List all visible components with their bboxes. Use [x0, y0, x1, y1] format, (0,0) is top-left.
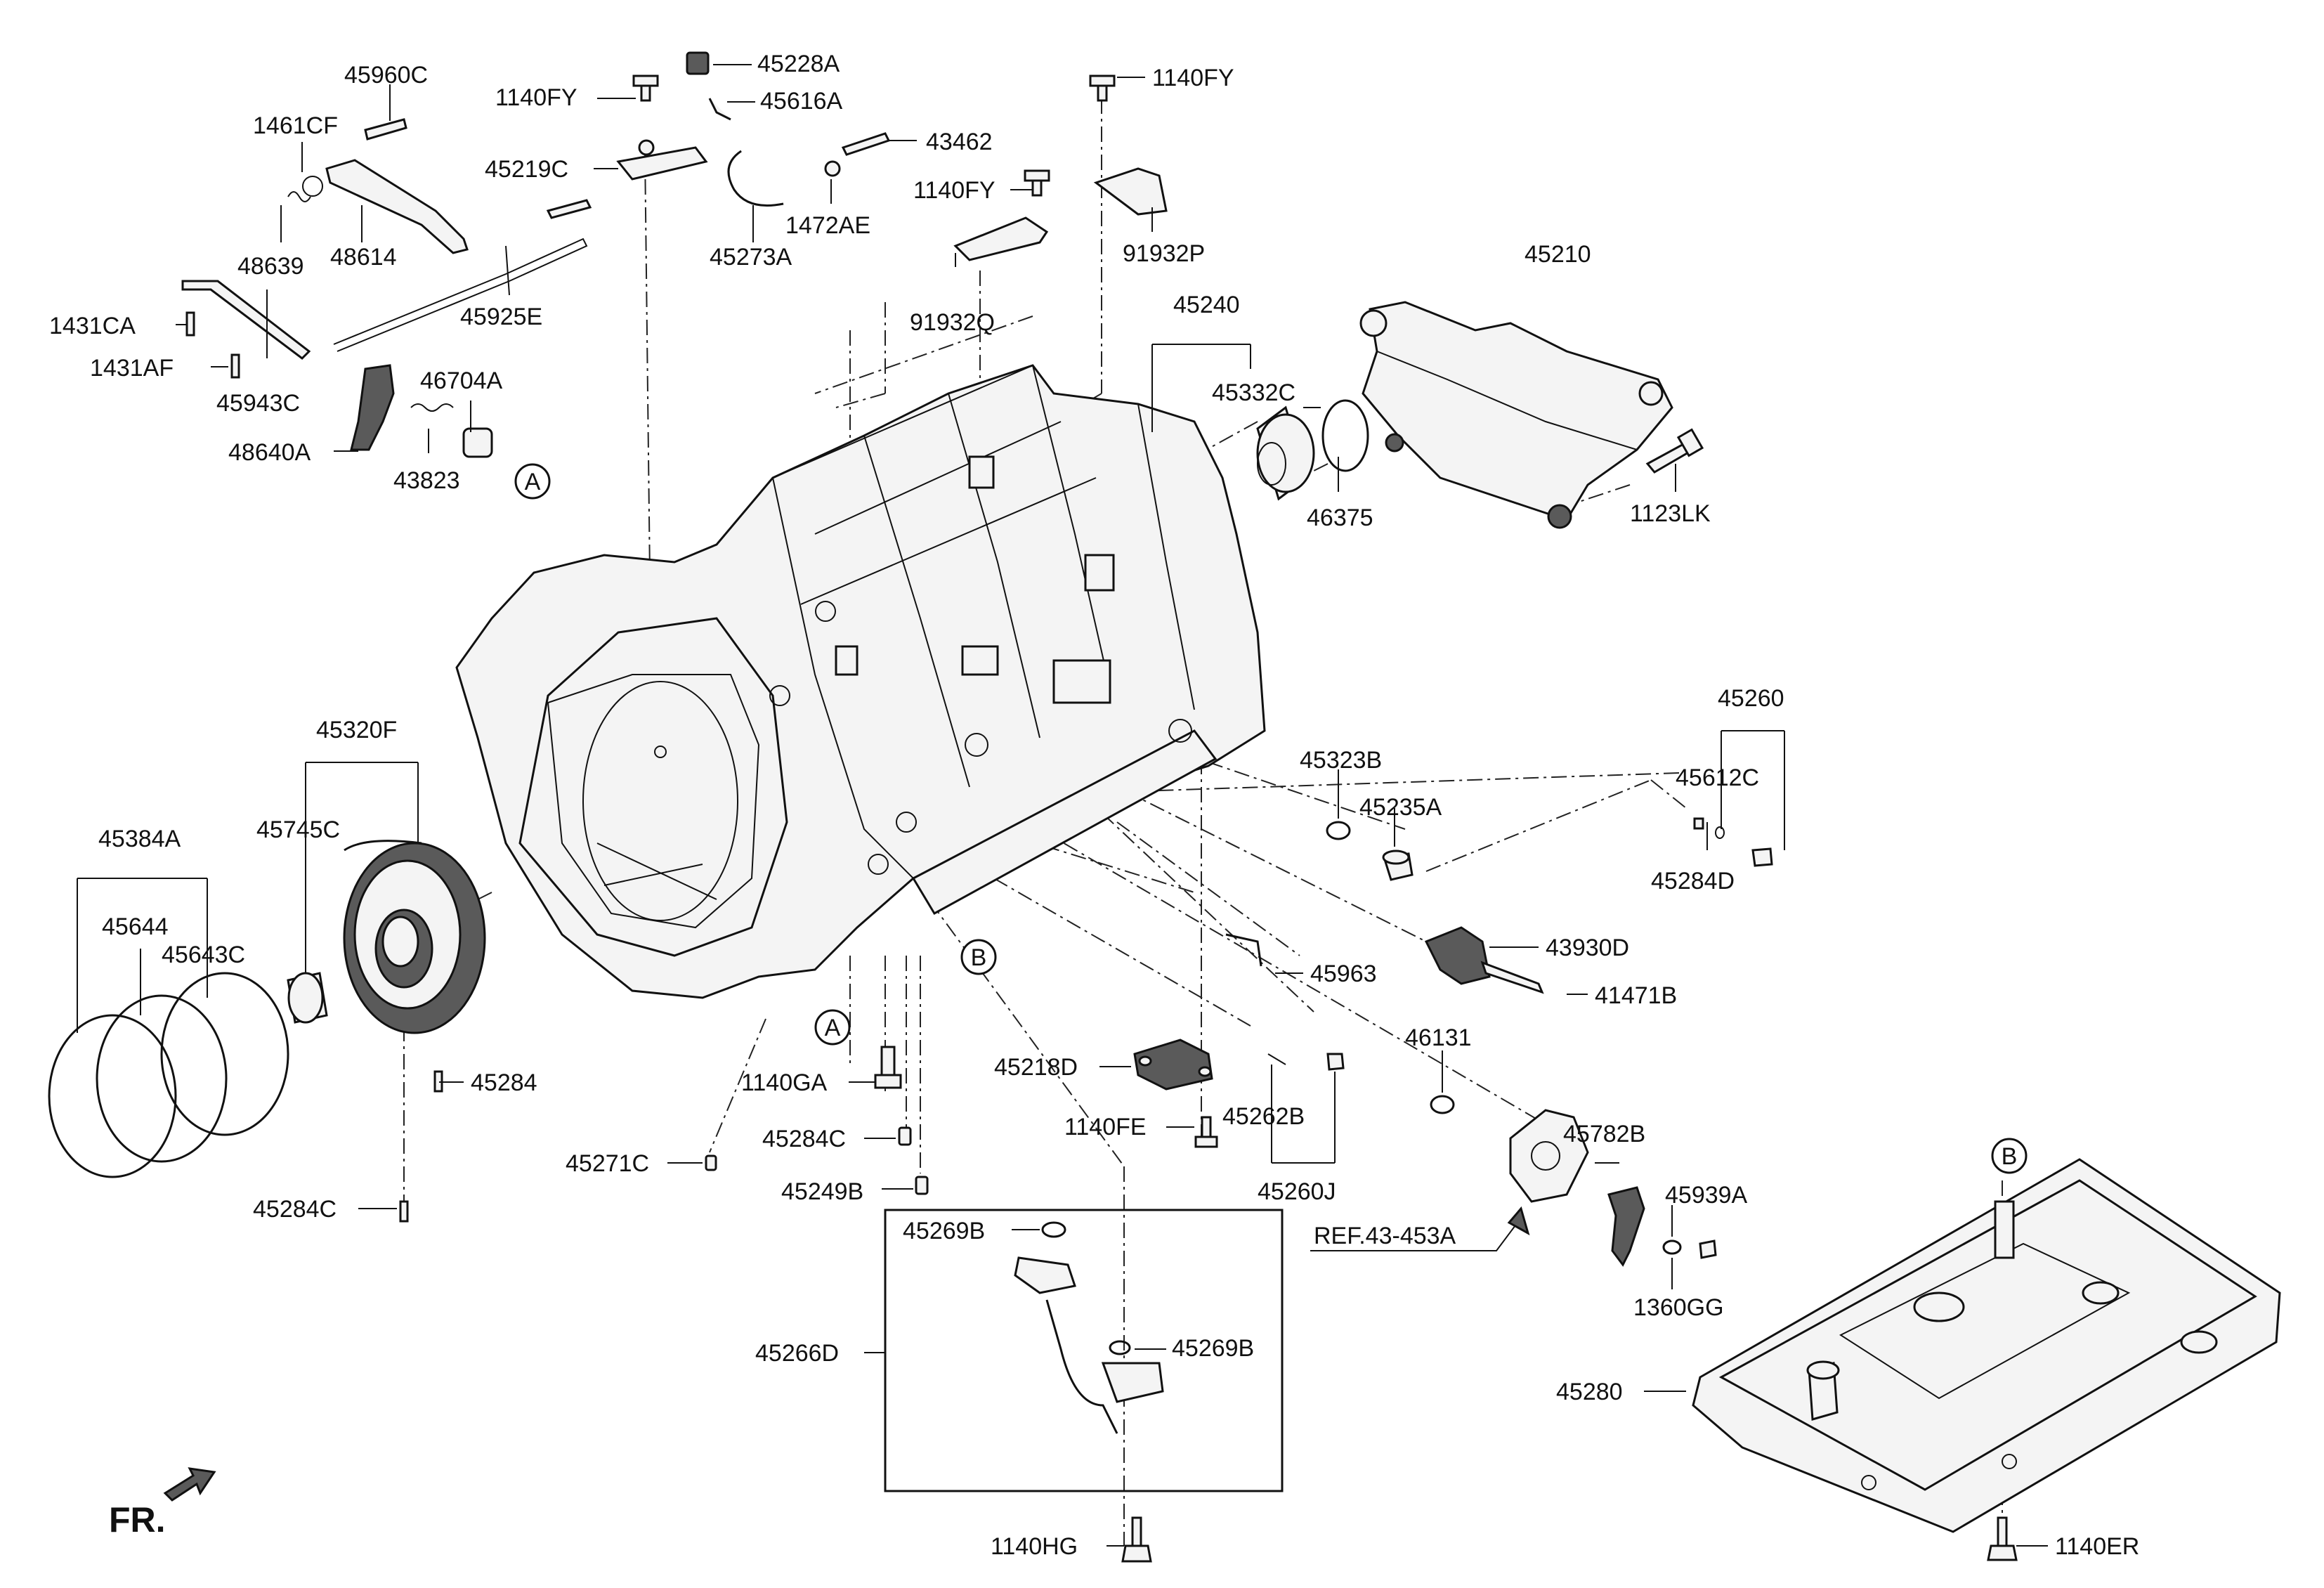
bushing-45332c [1256, 405, 1315, 501]
label-45269b-top: 45269B [903, 1218, 985, 1244]
circle-marker-b-pan: B [1991, 1138, 2028, 1174]
label-91932q: 91932Q [910, 309, 995, 336]
bolt-1140hg [1121, 1516, 1152, 1563]
label-45284c-case: 45284C [762, 1126, 846, 1152]
label-48614: 48614 [330, 244, 397, 271]
leader-lines [77, 64, 2048, 1547]
label-46131: 46131 [1405, 1024, 1472, 1051]
label-45260: 45260 [1718, 685, 1784, 712]
label-ref-43-453a: REF.43-453A [1314, 1223, 1456, 1249]
front-direction-label: FR. [109, 1500, 166, 1540]
label-41471b: 41471B [1595, 982, 1677, 1009]
top-center-parts [616, 51, 1168, 261]
label-45644: 45644 [102, 913, 169, 940]
mount-bracket-45210 [1359, 301, 1673, 529]
ring-set-45384a [48, 972, 289, 1178]
label-43930d: 43930D [1546, 935, 1629, 961]
label-45280: 45280 [1556, 1379, 1623, 1405]
bolt-1140er [1987, 1516, 2018, 1561]
svg-text:B: B [971, 944, 987, 971]
seal-46375 [1321, 399, 1369, 472]
label-45616a: 45616A [760, 88, 843, 115]
label-1360gg: 1360GG [1633, 1294, 1724, 1321]
transmission-case [455, 364, 1266, 999]
bolt-1123lk [1645, 428, 1704, 474]
label-45219c: 45219C [485, 156, 568, 183]
svg-text:A: A [525, 469, 541, 495]
label-1140fy-top-right: 1140FY [1152, 65, 1234, 91]
label-1431ca: 1431CA [49, 313, 136, 339]
label-45249b: 45249B [781, 1178, 863, 1205]
label-45262b: 45262B [1222, 1103, 1305, 1130]
label-1140hg: 1140HG [991, 1533, 1078, 1560]
label-45210: 45210 [1525, 241, 1591, 268]
pump-assembly-45320f [343, 840, 486, 1034]
label-45240: 45240 [1173, 292, 1240, 318]
label-45963: 45963 [1310, 961, 1377, 987]
front-direction-arrow: FR. [109, 1467, 216, 1540]
label-45235a: 45235A [1359, 794, 1442, 821]
label-45284d: 45284D [1651, 868, 1735, 894]
label-45266d: 45266D [755, 1340, 839, 1367]
label-45323b: 45323B [1300, 747, 1382, 774]
label-45271c: 45271C [566, 1150, 649, 1177]
label-45960c: 45960C [344, 62, 428, 89]
label-45384a: 45384A [98, 826, 181, 852]
svg-text:B: B [2002, 1143, 2018, 1170]
label-45228a: 45228A [757, 51, 840, 77]
label-45612c: 45612C [1676, 764, 1759, 791]
label-1123lk: 1123LK [1630, 500, 1711, 527]
oil-tube-45266d [1014, 1221, 1164, 1434]
circle-marker-a-top: A [514, 463, 551, 500]
label-45269b-bottom: 45269B [1172, 1335, 1254, 1362]
label-43823: 43823 [393, 467, 460, 494]
label-1140ga: 1140GA [741, 1069, 828, 1096]
label-1461cf: 1461CF [253, 112, 338, 139]
label-1472ae: 1472AE [785, 212, 870, 239]
shift-linkage [181, 118, 592, 458]
label-45745c: 45745C [256, 816, 340, 843]
label-45284c-pump: 45284C [253, 1196, 337, 1223]
sleeve-45745c [287, 972, 328, 1024]
middle-right-parts [1133, 817, 1773, 1267]
label-45320f: 45320F [316, 717, 397, 743]
label-45284: 45284 [471, 1069, 537, 1096]
label-45643c: 45643C [162, 942, 245, 968]
label-46375: 46375 [1307, 505, 1373, 531]
label-45943c: 45943C [216, 390, 300, 417]
label-91932p: 91932P [1123, 240, 1205, 267]
part-labels: 45960C 45228A 1140FY 45616A 1140FY 1461C… [49, 51, 2139, 1560]
label-45939a: 45939A [1665, 1182, 1748, 1209]
label-48640a: 48640A [228, 439, 311, 466]
label-45218d: 45218D [994, 1054, 1078, 1081]
label-45782b: 45782B [1563, 1121, 1645, 1147]
case-plugs [399, 1046, 1218, 1223]
label-45273a: 45273A [710, 244, 792, 271]
circle-marker-a-bottom: A [814, 1009, 851, 1046]
label-1140fe: 1140FE [1064, 1114, 1147, 1140]
label-43462: 43462 [926, 129, 993, 155]
label-45925e: 45925E [460, 304, 542, 330]
oil-tube-box [884, 1209, 1284, 1492]
svg-text:A: A [825, 1015, 841, 1041]
label-1140er: 1140ER [2055, 1533, 2139, 1560]
label-48639: 48639 [237, 253, 304, 280]
label-1431af: 1431AF [90, 355, 174, 382]
label-45332c: 45332C [1212, 379, 1295, 406]
label-46704a: 46704A [420, 367, 503, 394]
label-1140fy-mid: 1140FY [913, 177, 995, 204]
circle-marker-b-case: B [960, 939, 997, 975]
label-1140fy-top-left: 1140FY [495, 84, 577, 111]
label-45260j: 45260J [1258, 1178, 1336, 1205]
oil-pan-45280 [1692, 1158, 2281, 1533]
